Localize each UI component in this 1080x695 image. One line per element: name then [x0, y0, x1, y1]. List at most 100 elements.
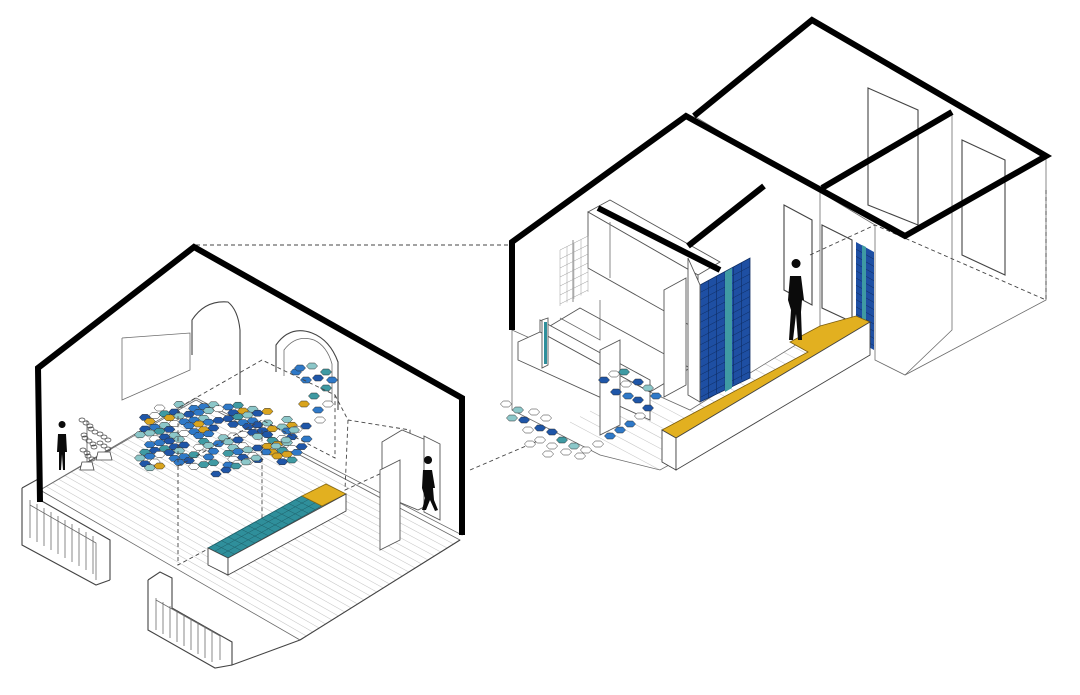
- hex-tile: [622, 392, 634, 400]
- hex-tile: [518, 416, 530, 424]
- hex-tile: [300, 376, 312, 384]
- hex-tile: [281, 416, 293, 423]
- bench-tile-line: [221, 540, 242, 551]
- hex-tile: [500, 400, 512, 408]
- floor-plank-line: [579, 416, 671, 465]
- hex-tile: [281, 450, 293, 458]
- hex-tile: [222, 450, 235, 457]
- floor-plank-line: [569, 421, 661, 471]
- hex-tile: [546, 428, 558, 436]
- hex-tile: [294, 364, 306, 372]
- plant-leaf: [81, 435, 89, 441]
- right-inner-cut: [820, 109, 954, 191]
- bench-tile-line: [214, 544, 235, 555]
- left-back-recess: [121, 332, 191, 401]
- hex-tile: [220, 466, 232, 474]
- hex-tile: [207, 459, 220, 467]
- hex-tile: [271, 452, 284, 460]
- hex-tile: [163, 437, 176, 445]
- bench-tile-line: [288, 503, 309, 514]
- person-left-1: [57, 421, 67, 470]
- hex-tile: [183, 422, 195, 430]
- hex-tile: [251, 444, 264, 452]
- hex-tile: [540, 414, 552, 422]
- left-balcony-railing-2: [155, 598, 213, 662]
- hex-tile: [276, 458, 289, 466]
- hex-tile: [173, 435, 186, 443]
- hex-tile: [212, 417, 225, 424]
- hex-tile: [522, 426, 534, 434]
- hex-tile: [295, 443, 308, 450]
- right-floor-tiles: [500, 368, 662, 460]
- hex-tile: [250, 454, 262, 462]
- hex-tile: [143, 452, 156, 460]
- hex-tile: [604, 432, 616, 440]
- hex-tile: [197, 461, 210, 468]
- hex-tile: [610, 388, 622, 396]
- hex-tile: [618, 368, 630, 376]
- hex-tile: [240, 458, 252, 466]
- hex-tile: [620, 380, 632, 388]
- hex-tile: [642, 384, 654, 392]
- hex-tile: [528, 408, 540, 416]
- hex-tile: [173, 459, 186, 466]
- left-section-cut: [34, 243, 465, 535]
- left-arch-door-2: [275, 330, 339, 410]
- hex-tile: [506, 414, 518, 422]
- hex-tile: [168, 420, 181, 427]
- hex-tile: [230, 462, 242, 470]
- hex-tile: [320, 368, 332, 376]
- kitchen-backsplash-grid: [559, 235, 589, 306]
- hex-tile: [288, 426, 300, 434]
- plant-leaf: [96, 431, 104, 437]
- person-left-2: [422, 456, 438, 511]
- hex-tile: [524, 440, 536, 448]
- hex-tile: [546, 442, 558, 450]
- right-inner-cut-3: [596, 205, 722, 273]
- hex-tile: [232, 413, 244, 421]
- hex-tile: [568, 442, 580, 450]
- hex-tile: [251, 409, 264, 417]
- hex-tile: [534, 436, 546, 444]
- hex-tile: [314, 416, 326, 424]
- hex-tile: [306, 362, 318, 370]
- plant-leaf: [100, 434, 108, 440]
- hex-tile: [261, 431, 274, 438]
- hex-tile: [290, 449, 303, 456]
- hex-tile: [183, 457, 195, 464]
- hex-tile: [241, 411, 254, 419]
- hex-tile: [202, 418, 215, 426]
- hex-tile: [143, 418, 156, 425]
- hex-tile: [173, 412, 186, 420]
- hex-tile: [222, 403, 235, 411]
- floor-plank-line: [145, 428, 409, 573]
- left-bench-tile-grid: [214, 499, 316, 555]
- bench-tile-line: [275, 510, 296, 522]
- hex-tile: [598, 376, 610, 384]
- left-bench: [207, 483, 347, 576]
- bench-tile-line: [295, 499, 316, 510]
- hex-tile: [560, 448, 572, 456]
- hex-tile: [148, 412, 161, 419]
- hex-tile: [153, 427, 166, 435]
- person-right: [788, 259, 804, 340]
- left-bench-side: [227, 493, 347, 576]
- floor-plank-line: [89, 460, 352, 609]
- plant-leaf: [104, 446, 112, 452]
- plant-leaf: [89, 441, 97, 447]
- hex-tile: [650, 392, 662, 400]
- hex-tile: [320, 384, 332, 392]
- right-door-2: [961, 139, 1006, 276]
- right-inner-cut-2: [686, 183, 766, 249]
- hex-tile: [312, 374, 324, 382]
- plant-leaf: [90, 444, 98, 450]
- hex-tile: [202, 442, 215, 449]
- right-back-dash: [809, 224, 1047, 301]
- hex-tile: [542, 450, 554, 458]
- hex-tile: [183, 410, 195, 418]
- bench-tile-line: [248, 525, 269, 536]
- hex-tile: [222, 438, 235, 446]
- plant-leaf: [79, 447, 87, 453]
- hex-tile: [163, 449, 176, 456]
- hex-tile: [192, 432, 205, 439]
